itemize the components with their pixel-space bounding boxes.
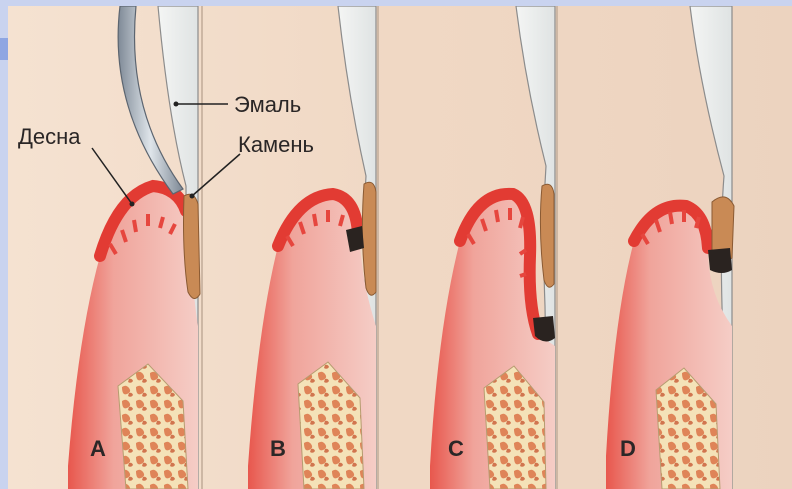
periodontal-illustration: A B C: [8, 6, 792, 489]
stone-label: Камень: [238, 132, 314, 157]
panel-letter-a: A: [90, 436, 106, 461]
enamel-label: Эмаль: [234, 92, 301, 117]
gum-label: Десна: [18, 124, 81, 149]
stone-leader-dot: [190, 194, 195, 199]
panel-letter-c: C: [448, 436, 464, 461]
panel-letter-d: D: [620, 436, 636, 461]
panel-letter-b: B: [270, 436, 286, 461]
gum-leader-dot: [130, 202, 135, 207]
slide-left-bar: [0, 0, 8, 489]
calculus-dark-d: [708, 248, 732, 273]
calculus-b: [362, 182, 376, 295]
illustration-svg: A B C: [8, 6, 792, 489]
enamel-leader-dot: [174, 102, 179, 107]
